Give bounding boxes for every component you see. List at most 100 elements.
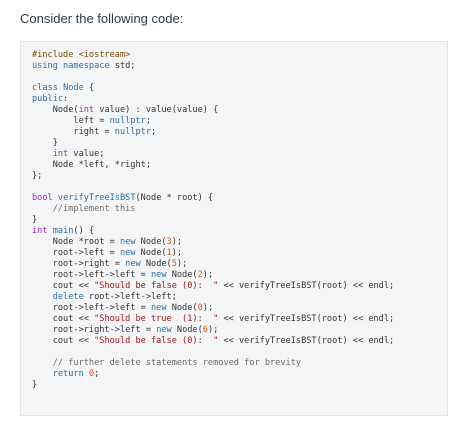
code-line: class Node { xyxy=(32,83,394,94)
code-token: Node( xyxy=(166,303,198,313)
code-token: 3 xyxy=(166,237,172,247)
code-token: Node( xyxy=(135,248,167,258)
code-line: delete root->left->left; xyxy=(32,292,394,303)
code-token: root->right = xyxy=(32,259,126,269)
code-token: cout << xyxy=(32,281,95,291)
code-token: 6 xyxy=(202,325,208,335)
code-line: int value; xyxy=(32,149,394,160)
code-token: "Should be true (1): " xyxy=(94,314,219,324)
code-token: new xyxy=(156,325,172,335)
code-token: 1 xyxy=(166,248,172,258)
code-token: ); xyxy=(207,325,219,335)
code-token: cout << xyxy=(32,336,95,346)
code-token: cout << xyxy=(32,314,95,324)
code-token: class xyxy=(32,83,58,93)
code-line: //implement this xyxy=(32,204,394,215)
code-token: new xyxy=(151,303,167,313)
code-token: nullptr xyxy=(114,127,152,137)
code-line: using namespace std; xyxy=(32,61,394,72)
code-token: ); xyxy=(202,270,214,280)
code-line xyxy=(32,72,394,83)
code-token xyxy=(32,292,53,302)
code-token: verifyTreeIsBST xyxy=(57,193,136,203)
code-line: } xyxy=(32,215,394,226)
code-line: }; xyxy=(32,171,394,182)
code-token: root->right->left = xyxy=(32,325,157,335)
code-line: // further delete statements removed for… xyxy=(32,358,394,369)
code-token: #include <iostream> xyxy=(32,50,131,60)
code-token: new xyxy=(151,270,167,280)
code-token: main xyxy=(52,226,74,236)
code-line: root->left->left = new Node(0); xyxy=(32,303,394,314)
question-prompt: Consider the following code: xyxy=(20,11,184,26)
code-token: "Should be false (0): " xyxy=(94,281,219,291)
code-token xyxy=(32,369,53,379)
code-token: ; xyxy=(94,369,100,379)
code-line: int main() { xyxy=(32,226,394,237)
code-token: }; xyxy=(32,171,43,181)
code-listing: #include <iostream>using namespace std; … xyxy=(32,50,394,391)
code-token: << verifyTreeIsBST(root) << endl; xyxy=(218,314,395,324)
code-token: // further delete statements removed for… xyxy=(52,358,302,368)
code-token: ; xyxy=(145,116,152,126)
code-token: ); xyxy=(202,303,214,313)
code-line: } xyxy=(32,138,394,149)
code-token: 0 xyxy=(88,369,95,379)
code-token: value; xyxy=(68,149,105,159)
code-line xyxy=(32,182,394,193)
code-line: Node(int value) : value(value) { xyxy=(32,105,394,116)
code-token: bool xyxy=(32,193,53,203)
code-token: Node( xyxy=(32,105,79,115)
code-token: delete xyxy=(52,292,84,302)
code-token: << verifyTreeIsBST(root) << endl; xyxy=(218,281,395,291)
code-line: cout << "Should be true (1): " << verify… xyxy=(32,314,395,325)
code-token: ); xyxy=(171,248,183,258)
code-token: root->left->left; xyxy=(83,292,177,302)
code-token: } xyxy=(32,138,58,148)
code-line: root->right->left = new Node(6); xyxy=(32,325,394,336)
code-token: Node *left, *right; xyxy=(32,160,151,170)
code-token: std; xyxy=(109,61,136,71)
code-token: 2 xyxy=(197,270,203,280)
code-token: return xyxy=(52,369,84,379)
code-token: : xyxy=(63,94,69,104)
code-line: Node *root = new Node(3); xyxy=(32,237,394,248)
code-token: } xyxy=(32,215,38,225)
code-token: 5 xyxy=(171,259,177,269)
code-block: #include <iostream>using namespace std; … xyxy=(20,41,448,416)
code-token: using namespace xyxy=(32,61,110,71)
code-line: #include <iostream> xyxy=(32,50,394,61)
code-line: public: xyxy=(32,94,394,105)
code-token: int xyxy=(32,226,48,236)
code-line: cout << "Should be false (0): " << verif… xyxy=(32,281,395,292)
code-token: new xyxy=(119,237,136,247)
code-token xyxy=(32,204,53,214)
code-token: public xyxy=(32,94,64,104)
code-token: left = xyxy=(32,116,110,126)
code-token: () { xyxy=(73,226,95,236)
code-line: left = nullptr; xyxy=(32,116,394,127)
code-token: { xyxy=(83,83,95,93)
code-token: Node( xyxy=(166,270,198,280)
code-token: nullptr xyxy=(109,116,146,126)
code-token: new xyxy=(125,259,141,269)
code-token: Node( xyxy=(171,325,203,335)
code-token xyxy=(32,358,53,368)
code-token: (Node * root) { xyxy=(135,193,214,203)
code-token: root->left->left = xyxy=(32,270,151,280)
code-line: right = nullptr; xyxy=(32,127,394,138)
code-token: value) : value(value) { xyxy=(94,105,219,115)
code-line: Node *left, *right; xyxy=(32,160,394,171)
code-token: root->left = xyxy=(32,248,120,258)
code-token: ); xyxy=(176,259,188,269)
code-token: ; xyxy=(151,127,157,137)
code-token: new xyxy=(119,248,136,258)
code-line: } xyxy=(32,380,394,391)
code-token: << verifyTreeIsBST(root) << endl; xyxy=(218,336,395,346)
code-token: Node( xyxy=(140,259,172,269)
code-line: root->left->left = new Node(2); xyxy=(32,270,394,281)
code-token: } xyxy=(32,380,38,390)
code-token: int xyxy=(52,149,69,159)
code-token: //implement this xyxy=(52,204,136,214)
code-token: "Should be false (0): " xyxy=(94,336,219,346)
